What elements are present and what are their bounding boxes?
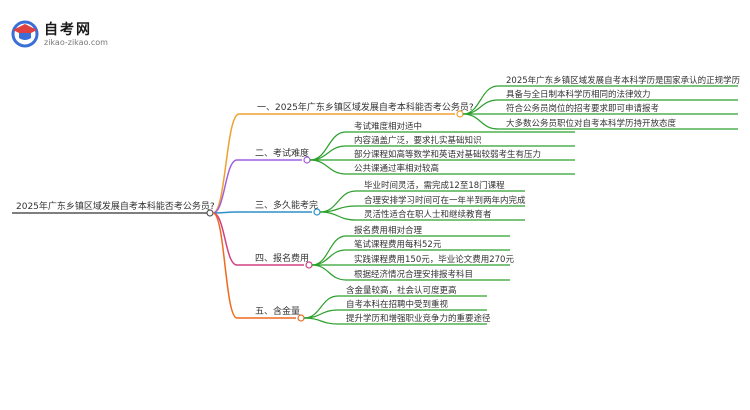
leaf-text: 自考本科在招聘中受到重视: [346, 299, 449, 310]
leaf-connector: [303, 317, 339, 325]
leaf-text: 根据经济情况合理安排报考科目: [354, 269, 473, 280]
leaf-connector: [309, 145, 347, 161]
leaf-text: 符合公务员岗位的招考要求即可申请报考: [506, 103, 659, 114]
leaf-text: 报名费用相对合理: [354, 225, 423, 236]
leaf-connector: [311, 264, 347, 281]
graduation-cap-logo-icon: [11, 20, 39, 48]
branch-node-dot: [303, 156, 311, 164]
root-topic: 2025年广东乡镇区域发展自考本科能否考公务员?: [16, 200, 215, 212]
leaf-text: 2025年广东乡镇区域发展自考本科学历是国家承认的正规学历: [506, 75, 741, 86]
logo-subtitle: zikao-zikao.com: [44, 38, 108, 47]
branch-label: 二、考试难度: [255, 147, 309, 159]
leaf-text: 实践课程费用150元，毕业论文费用270元: [354, 254, 514, 265]
site-logo[interactable]: 自考网 zikao-zikao.com: [10, 18, 130, 50]
branch-label: 五、含金量: [255, 305, 300, 317]
branch-connector: [212, 212, 238, 319]
leaf-text: 合理安排学习时间可在一年半到两年内完成: [364, 195, 526, 206]
leaf-text: 具备与全日制本科学历相同的法律效力: [506, 89, 651, 100]
root-node-dot: [206, 209, 214, 217]
branch-node-dot: [456, 110, 464, 118]
branch-connector: [212, 212, 238, 266]
leaf-text: 含金量较高，社会认可度更高: [346, 285, 457, 296]
leaf-text: 毕业时间灵活，需完成12至18门课程: [364, 180, 505, 191]
leaf-connector: [309, 159, 347, 175]
leaf-text: 灵活性适合在职人士和继续教育者: [364, 209, 492, 220]
leaf-connector: [303, 295, 339, 319]
branch-node-dot: [305, 261, 313, 269]
leaf-connector: [311, 249, 347, 266]
leaf-text: 提升学历和增强职业竞争力的重要途径: [346, 313, 491, 324]
branch-label: 三、多久能考完: [255, 199, 318, 211]
logo-title: 自考网: [44, 22, 92, 38]
branch-node-dot: [313, 208, 321, 216]
branch-node-dot: [297, 314, 305, 322]
branch-connector: [212, 211, 238, 214]
leaf-text: 部分课程如高等数学和英语对基础较弱考生有压力: [354, 149, 541, 160]
leaf-text: 考试难度相对适中: [354, 121, 422, 132]
branch-connector: [212, 159, 238, 214]
leaf-connector: [462, 113, 499, 130]
leaf-connector: [319, 211, 357, 221]
leaf-text: 内容涵盖广泛，要求扎实基础知识: [354, 135, 482, 146]
leaf-text: 公共课通过率相对较高: [354, 163, 439, 174]
leaf-text: 大多数公务员职位对自考本科学历持开放态度: [506, 118, 677, 129]
branch-label: 一、2025年广东乡镇区域发展自考本科能否考公务员?: [257, 101, 474, 113]
leaf-text: 笔试课程费用每科52元: [354, 239, 442, 250]
branch-label: 四、报名费用: [255, 252, 309, 264]
branch-connector: [212, 113, 240, 214]
